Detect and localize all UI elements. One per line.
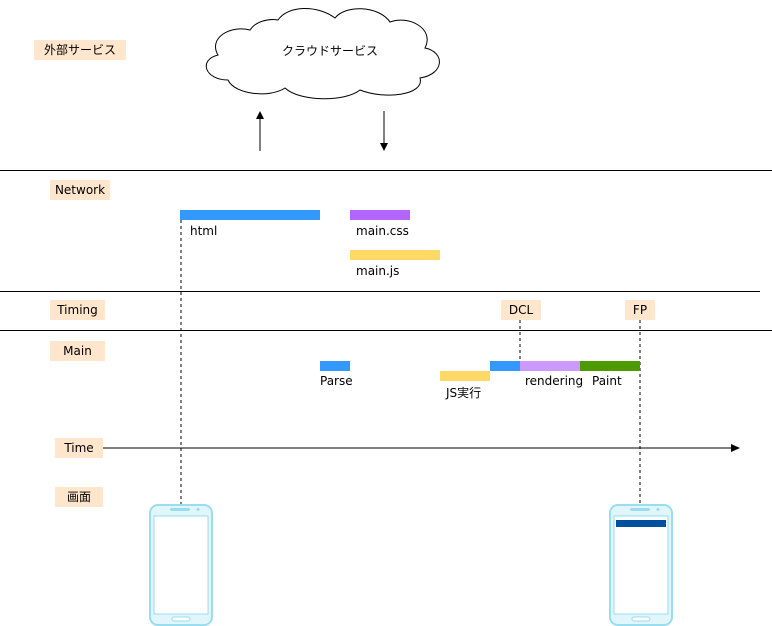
network-bar-css: [350, 210, 410, 220]
lane-label-screen: 画面: [55, 487, 103, 507]
phone-first-paint: [609, 504, 673, 626]
network-label-js: main.js: [356, 264, 400, 278]
painted-content-bar: [616, 520, 666, 527]
time-axis-arrow: [103, 444, 740, 452]
network-label-css: main.css: [356, 224, 409, 238]
download-arrow: [380, 111, 388, 151]
main-bar-rendering: [520, 361, 580, 371]
lane-label-time: Time: [55, 438, 103, 458]
separator-timing-top: [0, 291, 760, 292]
main-label-rendering: rendering: [525, 374, 584, 388]
timing-marker-fp: FP: [625, 300, 655, 320]
separator-network-top: [0, 170, 772, 171]
timing-marker-dcl: DCL: [501, 300, 541, 320]
lane-label-timing: Timing: [50, 300, 105, 320]
main-bar-parse-2: [490, 361, 520, 371]
cloud-shape: [205, 8, 440, 100]
lane-label-external: 外部サービス: [34, 40, 126, 60]
lane-label-main: Main: [50, 341, 105, 361]
main-label-paint: Paint: [592, 374, 622, 388]
network-label-html: html: [190, 224, 218, 238]
network-bar-html: [180, 210, 320, 220]
separator-main-top: [0, 330, 772, 331]
main-label-parse: Parse: [320, 374, 353, 388]
main-bar-parse: [320, 361, 350, 371]
main-bar-js-exec: [440, 371, 490, 381]
cloud-label: クラウドサービス: [281, 44, 378, 58]
upload-arrow: [256, 111, 264, 151]
lane-label-network: Network: [50, 180, 110, 200]
phone-initial: [149, 504, 213, 626]
main-bar-paint: [580, 361, 640, 371]
network-bar-js: [350, 250, 440, 260]
main-label-js-exec: JS実行: [446, 386, 482, 400]
